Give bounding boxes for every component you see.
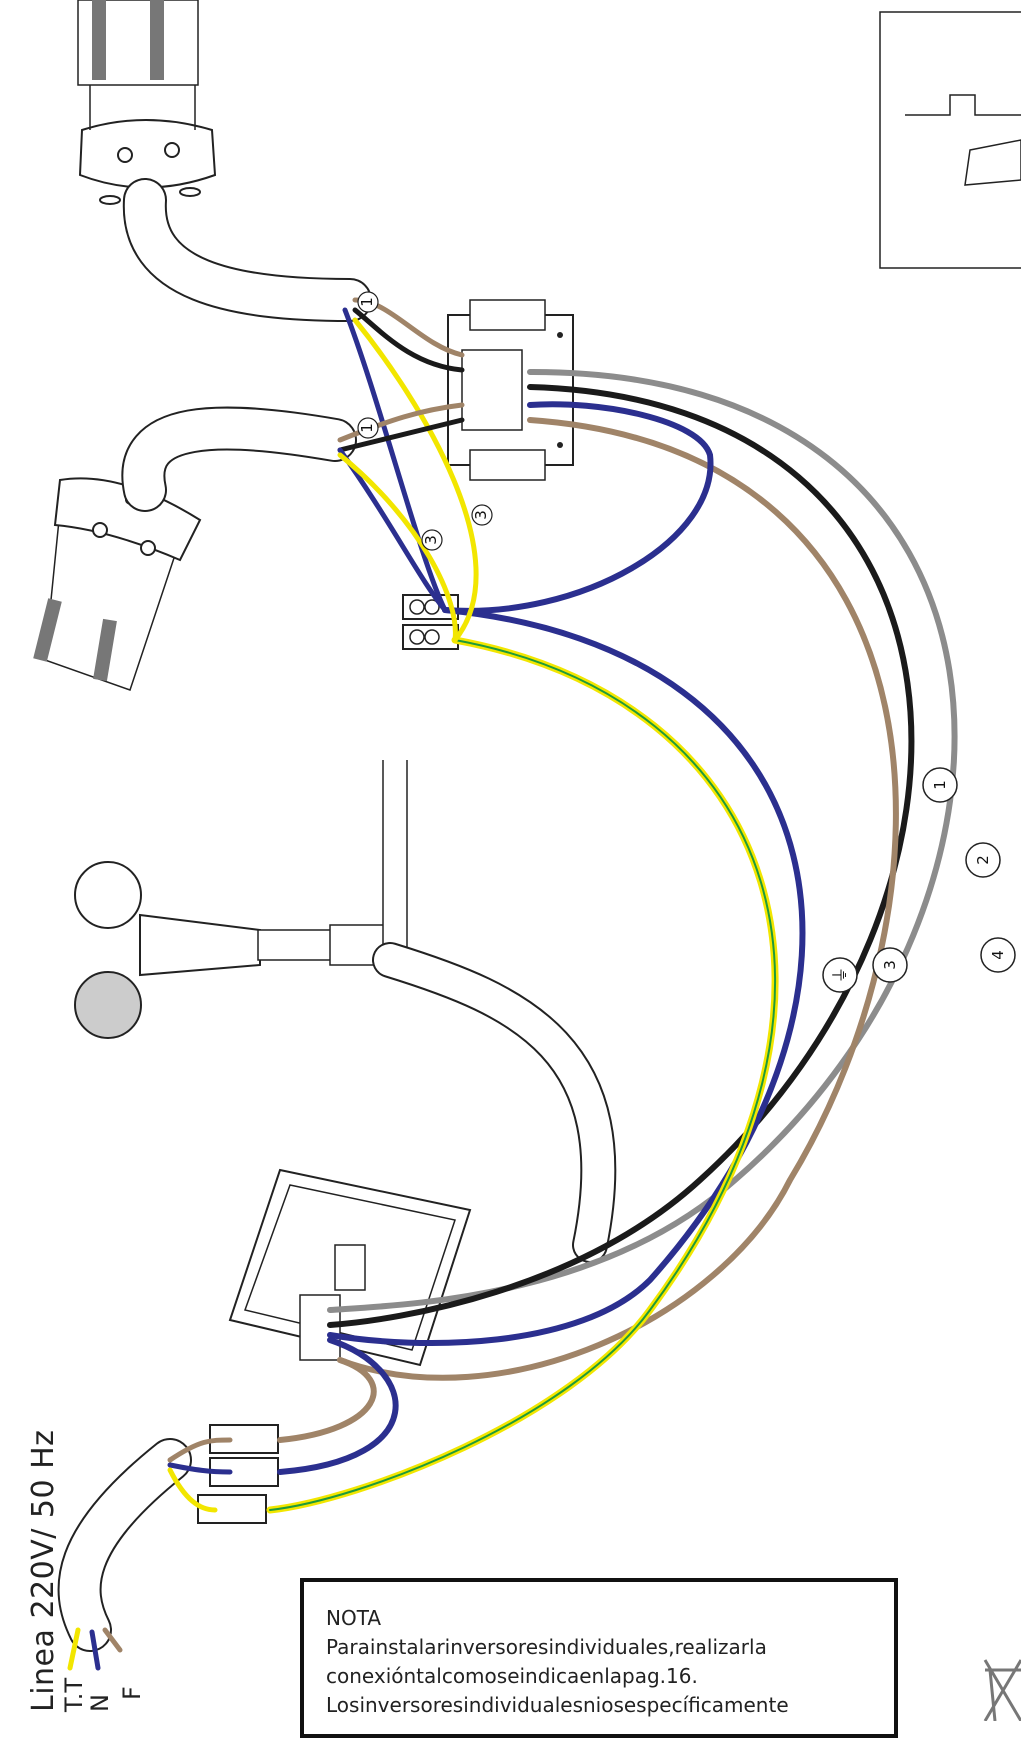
line-voltage-label: Linea 220V/ 50 Hz [26,1429,61,1712]
wire-brown-1 [337,417,899,1381]
terminal-phase-label: F [118,1686,146,1700]
wire-number-small-3: 3 [422,535,440,545]
wind-sun-sensor [74,861,386,1039]
note-line-1: Parainstalarinversoresindividuales,reali… [326,1635,767,1659]
inset-awning-drawing [879,11,1021,269]
wire-grey-4 [327,368,958,1313]
wire-earth-green [269,639,777,1511]
wire-number-small-1b: 1 [358,423,376,433]
middle-motor [33,477,202,691]
sensor-pole [382,760,408,961]
wire-number-4: 4 [989,950,1007,960]
note-line-3: Losinversoresindividualesniosespecíficam… [326,1693,789,1717]
wire-blue-3 [327,607,806,1346]
note-title: NOTA [326,1606,382,1630]
terminal-earth-label: T.T [60,1677,88,1712]
earth-symbol: ⏚ [831,967,851,984]
mains-terminal-block [197,1424,279,1524]
wire-number-small-1: 1 [358,297,376,307]
top-motor [77,0,217,205]
wire-black-2 [327,384,915,1328]
weee-bin-icon [983,1659,1021,1721]
wire-number-small-3b: 3 [472,510,490,520]
wire-number-1: 1 [931,780,949,790]
wire-number-2: 2 [974,855,992,865]
wires [67,297,958,1671]
note-line-2: conexióntalcomoseindicaenlapag.16. [326,1664,698,1688]
inverter-junction-box [447,299,574,481]
wire-number-markers: 1 2 3 4 ⏚ 1 1 3 3 [357,291,1016,993]
wire-blue-jb [442,401,714,614]
terminal-neutral-label: N [86,1694,114,1712]
wire-number-3: 3 [881,960,899,970]
note-box: NOTA Parainstalarinversoresindividuales,… [300,1578,898,1738]
